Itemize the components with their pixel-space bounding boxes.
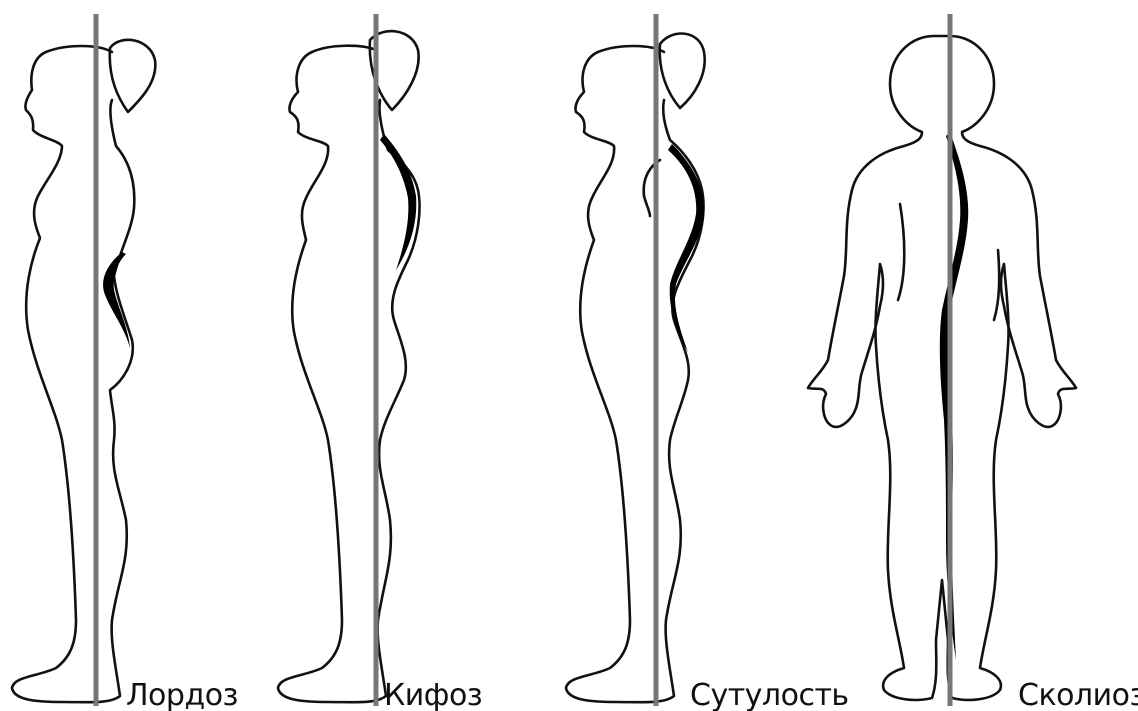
figure-label: Сутулость bbox=[690, 678, 849, 711]
ponytail-outline bbox=[660, 34, 705, 108]
figure-scoliosis: Сколиоз bbox=[808, 14, 1138, 711]
figure-label: Лордоз bbox=[126, 678, 238, 711]
figure-kyphosis: Кифоз bbox=[278, 14, 482, 711]
figure-label: Кифоз bbox=[384, 678, 482, 711]
figure-slouch: Сутулость bbox=[566, 14, 849, 711]
ponytail-outline bbox=[110, 40, 156, 112]
body-outline bbox=[566, 46, 704, 702]
spine-curve bbox=[103, 252, 130, 348]
body-outline bbox=[12, 46, 134, 702]
figure-label: Сколиоз bbox=[1018, 678, 1138, 711]
body-outline bbox=[278, 46, 420, 702]
spine-curve bbox=[940, 132, 968, 660]
arm-inner-outline bbox=[898, 204, 904, 300]
figure-lordosis: Лордоз bbox=[12, 14, 238, 711]
arm-inner-outline bbox=[994, 250, 999, 320]
